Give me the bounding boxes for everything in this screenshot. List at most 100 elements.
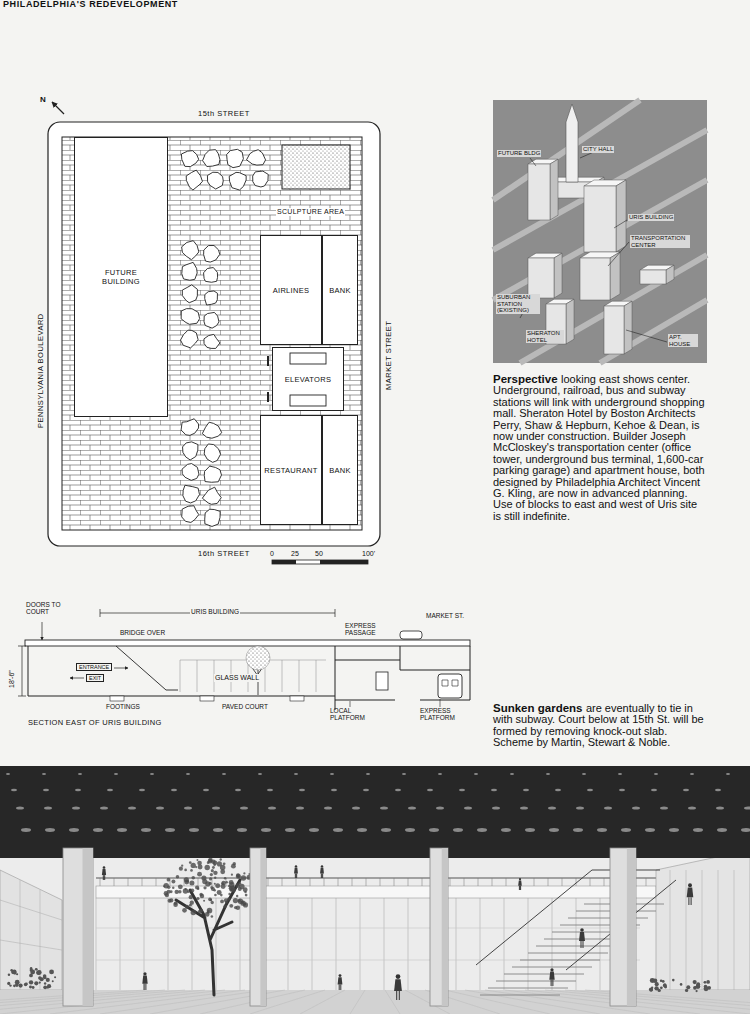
tree-leaf	[209, 877, 212, 880]
railing-post	[282, 878, 283, 886]
tree-leaf	[234, 906, 237, 909]
tree-leaf	[211, 869, 214, 872]
tree-crown	[246, 646, 270, 670]
tree-symbol	[202, 487, 221, 504]
dimension-label: 18'-6"	[8, 670, 16, 688]
glass-mullion	[120, 898, 121, 990]
ceiling-light	[117, 828, 127, 832]
railing-post	[590, 878, 591, 886]
ceiling-light	[285, 828, 295, 832]
floor-joint	[0, 990, 225, 1014]
shrub-leaf	[16, 973, 18, 975]
ceiling-light	[203, 789, 209, 792]
tree-leaf	[165, 893, 169, 897]
person-body	[579, 932, 585, 941]
ceiling-light	[402, 773, 406, 775]
tree-leaf	[205, 881, 210, 886]
column-shade	[627, 848, 636, 1006]
car-window	[442, 680, 458, 686]
tree-leaf	[220, 858, 222, 860]
shrub-leaf	[43, 985, 47, 989]
shrub-leaf	[649, 987, 653, 991]
glass-mullion	[408, 898, 409, 990]
area-label: SCULPTURE AREA	[276, 208, 345, 216]
elevator-core: ELEVATORS	[272, 347, 344, 411]
scale-number: 0	[270, 550, 274, 558]
tree-leaf	[171, 879, 175, 883]
caption: Sunken gardensare eventually to tie in w…	[493, 703, 707, 749]
tree-leaf	[176, 875, 180, 879]
tree-symbol	[204, 466, 221, 482]
ceiling-light	[267, 789, 273, 792]
shrub-leaf	[696, 982, 700, 986]
space-name: BANK	[329, 286, 351, 295]
tree-symbol	[181, 151, 198, 167]
shrub-leaf	[19, 984, 23, 988]
tree-leaf	[197, 888, 199, 890]
building-front	[604, 306, 624, 354]
tree-leaf	[184, 869, 187, 872]
tree-leaf	[224, 898, 228, 902]
tree-leaf	[214, 883, 216, 885]
space-name: FUTURE BUILDING	[95, 268, 147, 286]
column-shade	[83, 848, 94, 1006]
callout-label: APT. HOUSE	[668, 334, 698, 347]
person-head	[519, 878, 521, 880]
tree-leaf	[243, 872, 245, 874]
ceiling-light	[114, 773, 118, 775]
ceiling-light	[294, 773, 298, 775]
shrub-leaf	[651, 986, 653, 988]
ceiling-light	[438, 773, 442, 775]
railing-post	[352, 878, 353, 886]
ceiling-light	[21, 828, 31, 832]
tree-symbol	[183, 485, 200, 503]
glass-mullion	[282, 660, 283, 692]
ceiling-light	[128, 806, 136, 809]
building-side	[610, 252, 620, 300]
tree-leaf	[220, 865, 225, 870]
person-legs	[551, 980, 553, 986]
stair-railing	[476, 870, 676, 970]
tree-leaf	[231, 874, 233, 876]
ceiling-light	[213, 828, 223, 832]
tree-leaf	[214, 894, 217, 897]
space-name: RESTAURANT	[264, 466, 317, 475]
tree-leaf	[236, 874, 241, 879]
person-legs	[519, 886, 520, 890]
shrub-leaf	[7, 982, 10, 985]
glass-mullion	[336, 898, 337, 990]
building-side	[616, 180, 626, 252]
ceiling-light	[139, 789, 145, 792]
tree-leaf	[205, 865, 210, 870]
tree-leaf	[179, 867, 183, 871]
ceiling-light	[186, 773, 190, 775]
tree-symbol	[181, 309, 200, 325]
ceiling-light	[597, 828, 607, 832]
scale-number: 100'	[362, 550, 375, 558]
tree-symbol	[247, 150, 266, 165]
ceiling-light	[405, 828, 415, 832]
shrub-leaf	[663, 984, 666, 987]
building-side	[550, 159, 558, 220]
building-front	[528, 164, 550, 220]
tree-leaf	[203, 900, 205, 902]
ceiling-light	[501, 828, 511, 832]
shrub-leaf	[660, 979, 663, 982]
tree-trunk	[176, 880, 240, 995]
footing	[290, 696, 304, 701]
tree-leaf	[178, 884, 183, 889]
callout-label: FUTURE BLDG	[497, 150, 541, 157]
tree-leaf	[231, 864, 236, 869]
railing-post	[604, 878, 605, 886]
person-legs	[295, 873, 296, 878]
glass-mullion	[600, 898, 601, 990]
shrub-leaf	[693, 980, 697, 984]
ceiling-light	[690, 773, 694, 775]
glass-mullion	[312, 898, 313, 990]
tree-symbol	[204, 245, 220, 262]
shrub-leaf	[704, 986, 709, 991]
ceiling-light	[604, 806, 612, 809]
street-name: 16th STREET	[198, 550, 250, 558]
tree-leaf	[173, 902, 178, 907]
